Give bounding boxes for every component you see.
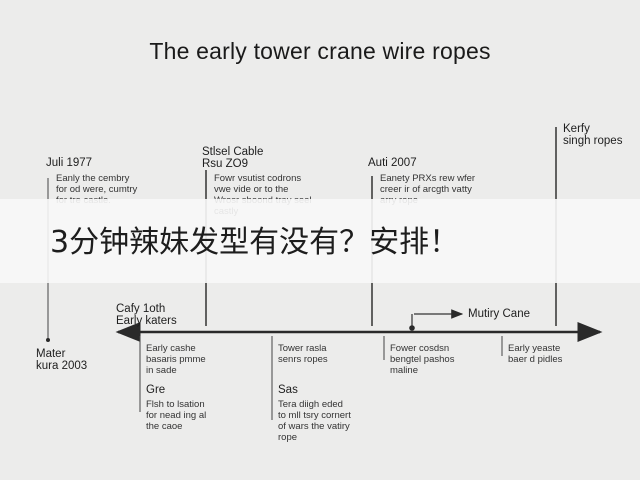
label-mater: Mater kura 2003 [36,348,88,372]
label-early-raters: Cafy 1oth Early katers [116,303,177,327]
label-b1-top: Early cashe basaris pmme in sade [146,343,206,376]
caption-banner-text: 3分钟辣妹发型有没有？安排！ [50,225,460,260]
label-b2-mid: Sas [278,384,298,396]
label-b2-top: Tower rasla senrs ropes [278,343,328,365]
label-b4-top: Early yeaste baer d pidles [508,343,563,365]
label-jul1977-head: Juli 1977 [46,157,93,169]
label-mutiry-cane: Mutiry Cane [468,308,530,320]
label-b2-bot: Tera diigh eded to mll tsry cornert of w… [278,399,351,443]
label-b1-bot: Flsh to lsation for nead ing al the caoe [146,399,207,432]
label-jul2007-head: Auti 2007 [368,157,417,169]
page-title: The early tower crane wire ropes [149,38,491,64]
label-kerfy-head: Kerfy singh ropes [563,123,623,147]
caption-banner [0,199,640,283]
node-mater [46,338,50,342]
label-steel-cable-head: Stlsel Cable Rsu ZO9 [202,146,264,170]
label-b3-top: Fower cosdsn bengtel pashos maline [390,343,455,376]
node-mutiry [409,325,415,331]
label-b1-mid: Gre [146,384,166,396]
